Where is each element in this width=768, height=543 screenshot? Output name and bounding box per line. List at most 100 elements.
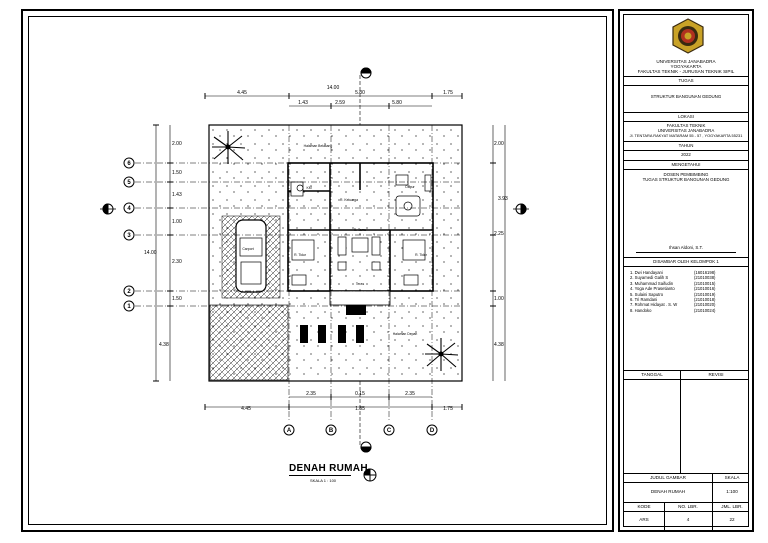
tb-kode-value: ARS <box>639 517 649 522</box>
label-carport: Carport <box>242 247 253 251</box>
label-r-tidur-1: R. Tidur <box>294 253 307 257</box>
dim-left-total: 14.00 <box>144 250 157 256</box>
dim-top-1: 4.45 <box>237 90 247 96</box>
tb-divider <box>624 257 748 258</box>
label-km: KM <box>306 186 311 190</box>
tb-jml-lbr-value: 22 <box>729 517 735 522</box>
tb-faculty: FAKULTAS TEKNIK - JURUSAN TEKNIK SIPIL <box>637 69 735 74</box>
section-marker-right <box>513 203 529 215</box>
tb-member-list: 1. Dwi Handayani(16016198) 2. Suyamedi G… <box>630 270 715 313</box>
university-logo <box>672 18 704 54</box>
tb-member: 1. Dwi Handayani(16016198) <box>630 270 716 275</box>
title-symbol <box>363 468 377 482</box>
dim-left-4: 1.00 <box>172 219 182 225</box>
title-block-inner: UNIVERSITAS JANABADRA YOGYAKARTA FAKULTA… <box>623 14 749 530</box>
tb-lokasi-label: LOKASI <box>678 114 694 119</box>
tb-tugas-value: STRUKTUR BANGUNAN GEDUNG <box>650 94 722 99</box>
dim-right-5: 4.38 <box>494 342 504 348</box>
tb-divider <box>624 482 748 483</box>
tb-dosen-name: Ihsan Aldoni, S.T. <box>669 245 703 250</box>
tb-member: 6. Tri Ramdani(21010018) <box>630 297 716 303</box>
tb-vertical-rule <box>712 474 713 502</box>
dim-bottom-1: 4.45 <box>241 406 251 412</box>
dim-top-inner-1: 1.43 <box>298 100 308 106</box>
section-marker-left <box>100 203 116 215</box>
grid-col-b: B <box>329 428 334 434</box>
tb-divider <box>624 112 748 113</box>
tb-dosen-line-1: DOSEN PEMBIMBING <box>663 172 709 177</box>
tb-divider <box>624 379 748 380</box>
tb-divider <box>624 266 748 267</box>
grid-row-markers: 6 5 4 3 2 1 <box>123 157 135 312</box>
tb-no-lbr-label: NO. LBR. <box>678 504 698 509</box>
grid-col-a: A <box>287 428 292 434</box>
tb-divider <box>624 502 748 503</box>
grid-row-1: 1 <box>127 304 131 310</box>
carport-car <box>221 215 281 299</box>
dim-top-2: 14.00 <box>327 85 340 91</box>
dim-top-4: 1.75 <box>443 90 453 96</box>
plan-scale: SKALA 1 : 100 <box>310 478 337 483</box>
tb-kode-label: KODE <box>637 504 651 509</box>
furniture <box>290 174 432 286</box>
tb-skala-label: SKALA <box>724 475 740 480</box>
tb-no-lbr-value: 4 <box>686 517 690 522</box>
grid-lines-horizontal <box>135 162 462 307</box>
tb-city: YOGYAKARTA <box>670 64 702 69</box>
title-block: UNIVERSITAS JANABADRA YOGYAKARTA FAKULTA… <box>618 9 754 532</box>
tb-divider <box>624 76 748 77</box>
tb-lokasi-line-1: FAKULTAS TEKNIK <box>666 123 706 128</box>
tree-top-left <box>212 131 246 164</box>
tb-divider <box>624 169 748 170</box>
dim-right-3: 2.25 <box>494 231 504 237</box>
label-teras: Teras <box>356 282 365 286</box>
dim-left-3: 1.43 <box>172 192 182 198</box>
front-step <box>329 290 391 306</box>
tb-judul-value: DENAH RUMAH <box>650 489 686 494</box>
tb-member: 3. Muhammad Saifudin(21010015) <box>630 280 716 286</box>
tb-divider <box>624 121 748 122</box>
room-labels: Halaman Belakang KM R. Keluarga Dapur Ca… <box>242 144 427 336</box>
tb-member: 2. Suyamedi Galih S(21010038) <box>630 275 716 281</box>
tb-judul-label: JUDUL GAMBAR <box>650 475 686 480</box>
dim-right-1: 2.00 <box>494 141 504 147</box>
plan-title: DENAH RUMAH <box>289 463 368 474</box>
dim-top-inner-3: 5.80 <box>392 100 402 106</box>
plan-title-underline <box>289 475 351 476</box>
dim-right-4: 1.00 <box>494 296 504 302</box>
tb-tugas-label: TUGAS <box>678 78 694 83</box>
tb-university: UNIVERSITAS JANABADRA <box>656 59 716 64</box>
grid-row-4: 4 <box>127 206 131 212</box>
section-marker-top <box>359 67 372 125</box>
dim-left-5: 2.30 <box>172 259 182 265</box>
grid-row-2: 2 <box>127 289 131 295</box>
label-r-tamu: R. Tamu <box>354 228 367 232</box>
tb-jml-lbr-label: JML. LBR. <box>721 504 743 509</box>
label-dapur: Dapur <box>405 185 415 189</box>
tb-member: 5. Sulaini Saputro(21010019) <box>630 291 716 297</box>
dim-left-7: 4.38 <box>159 342 169 348</box>
dimension-ticks <box>153 93 496 410</box>
dimension-lines <box>155 95 506 408</box>
dim-bottom-inner-3: 2.35 <box>405 391 415 397</box>
dim-bottom-3: 1.75 <box>443 406 453 412</box>
label-halaman-depan: Halaman Depan <box>393 332 418 336</box>
grid-row-5: 5 <box>127 180 131 186</box>
tb-skala-value: 1:100 <box>726 489 738 494</box>
section-marker-bottom <box>359 381 372 453</box>
tb-mengetahui-label: MENGETAHUI <box>671 162 701 167</box>
dim-left-2: 1.50 <box>172 170 182 176</box>
tb-dosen-line-2: TUGAS STRUKTUR BANGUNAN GEDUNG <box>642 177 730 182</box>
tb-divider <box>624 511 748 512</box>
tb-revisi-label: REVISI <box>708 372 724 377</box>
tb-divider <box>624 160 748 161</box>
tree-bottom-right <box>425 338 459 371</box>
tb-lokasi-line-3: Jl. TENTARA RAKYAT MATARAM 55 - 57 , YOG… <box>629 133 743 138</box>
grid-lines-vertical <box>288 125 433 420</box>
tb-divider <box>624 370 748 371</box>
tb-lokasi-line-2: UNIVERSITAS JANABADRA <box>657 128 715 133</box>
tb-tanggal-label: TANGGAL <box>641 372 663 377</box>
tb-member: 7. Rohmat Hidayat . S. W(21010020) <box>630 302 716 308</box>
dim-left-6: 1.50 <box>172 296 182 302</box>
